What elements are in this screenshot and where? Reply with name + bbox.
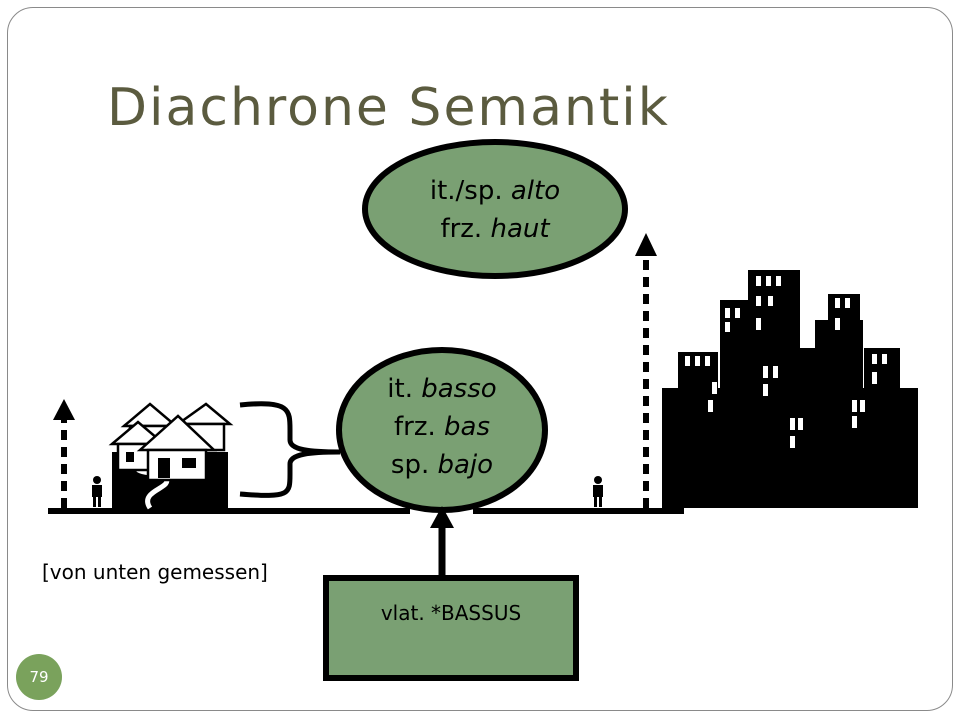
measurement-note: [von unten gemessen] [42, 560, 268, 584]
city-skyline-icon [662, 270, 918, 508]
high-oval [362, 139, 628, 279]
up-arrow-icon-tall [635, 233, 657, 508]
high-oval-line1-word: alto [510, 176, 561, 206]
low-oval-line1-word: basso [421, 374, 497, 404]
slide-title: Diachrone Semantik [107, 78, 670, 138]
person-icon-right [593, 476, 603, 507]
low-oval-text: it. basso frz. bas sp. bajo [352, 370, 532, 484]
curly-brace [239, 401, 341, 498]
page-number-badge: 79 [16, 654, 62, 700]
low-oval-line1-prefix: it. [387, 374, 422, 404]
high-oval-line2-word: haut [490, 214, 550, 244]
city-windows [685, 276, 887, 448]
high-oval-line2-prefix: frz. [440, 214, 491, 244]
low-oval-line2-prefix: frz. [393, 412, 445, 442]
person-icon [92, 476, 102, 507]
low-oval-line2-word: bas [444, 412, 490, 442]
house-icon [108, 402, 234, 510]
low-oval-line3-word: bajo [437, 450, 494, 480]
high-oval-line1-prefix: it./sp. [429, 176, 511, 206]
etymon-box [323, 575, 579, 681]
low-oval-line3-prefix: sp. [390, 450, 438, 480]
up-arrow-solid [430, 506, 454, 578]
up-arrow-icon [53, 399, 75, 508]
high-oval-text: it./sp. alto frz. haut [385, 172, 605, 248]
etymon-label: vlat. *BASSUS [380, 601, 522, 625]
